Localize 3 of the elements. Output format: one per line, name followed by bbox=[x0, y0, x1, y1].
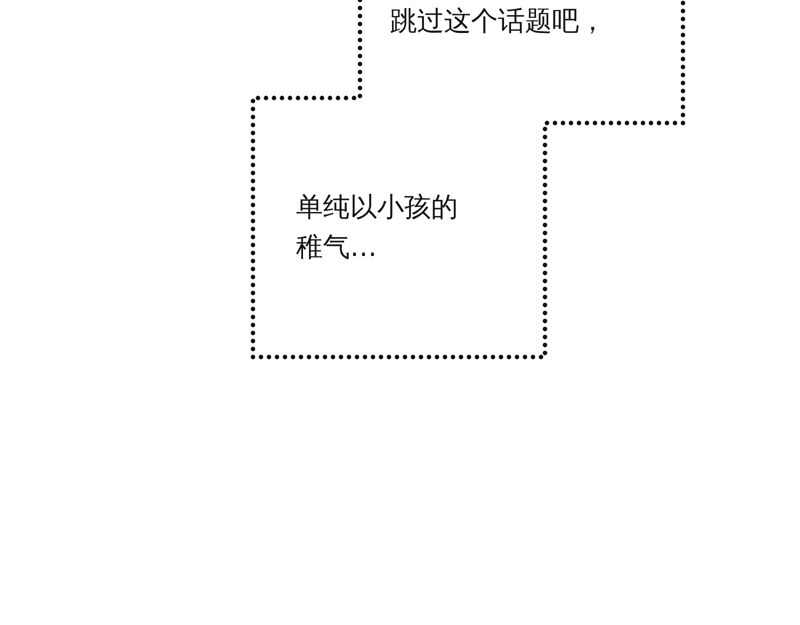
speech-text: 单纯以小孩的稚气… bbox=[296, 191, 459, 265]
speech-bubble bbox=[250, 0, 687, 362]
speech-text: 跳过这个话题吧， bbox=[390, 5, 607, 39]
